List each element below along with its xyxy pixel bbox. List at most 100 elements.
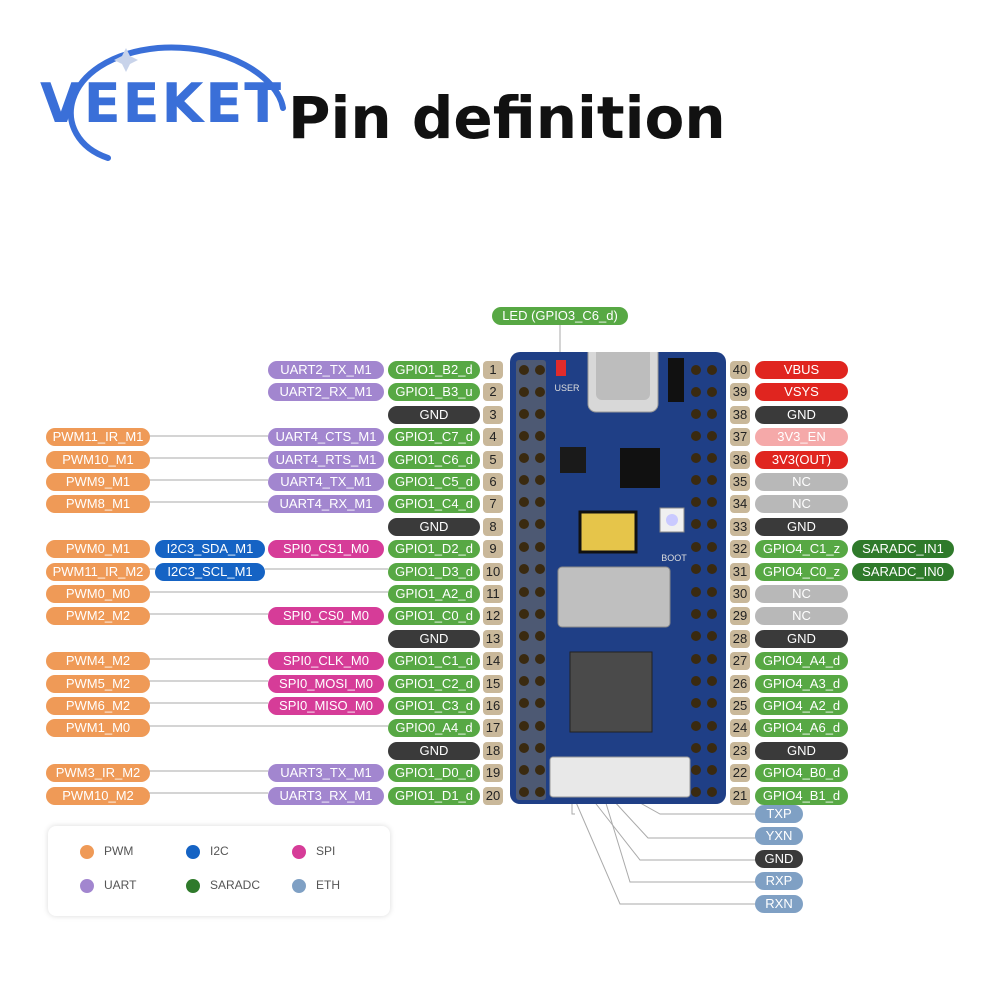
gpio-label: GPIO1_C2_d bbox=[388, 674, 480, 693]
pin-number: 34 bbox=[730, 495, 750, 514]
pin-number: 32 bbox=[730, 540, 750, 559]
gpio-label: GPIO1_C1_d bbox=[388, 652, 480, 671]
gpio-label: GND bbox=[388, 741, 480, 760]
pin-label: VBUS bbox=[755, 361, 848, 379]
legend-dot-icon bbox=[292, 878, 306, 893]
pin-number: 37 bbox=[730, 428, 750, 447]
pin-label: GND bbox=[755, 741, 848, 760]
pwm-label: PWM6_M2 bbox=[46, 697, 150, 715]
pwm-label: PWM10_M1 bbox=[46, 450, 150, 469]
pin-label: NC bbox=[755, 585, 848, 603]
pin-number: 9 bbox=[483, 540, 503, 559]
legend-label: SPI bbox=[316, 844, 336, 858]
legend-dot-icon bbox=[80, 878, 94, 893]
led-label: LED (GPIO3_C6_d) bbox=[492, 307, 628, 325]
pwm-label: PWM1_M0 bbox=[46, 719, 150, 738]
pin-label: GPIO4_C0_z bbox=[755, 562, 848, 581]
pin-label: GPIO4_A2_d bbox=[755, 697, 848, 715]
gpio-label: GPIO1_D3_d bbox=[388, 562, 480, 581]
pin-number: 12 bbox=[483, 607, 503, 626]
pin-number: 8 bbox=[483, 517, 503, 536]
pin-label: GPIO4_A3_d bbox=[755, 674, 848, 693]
uart-label: UART4_RTS_M1 bbox=[268, 450, 384, 469]
pin-number: 3 bbox=[483, 405, 503, 424]
eth-pin-label: TXP bbox=[755, 805, 803, 823]
legend-label: I2C bbox=[210, 844, 229, 858]
spi-label: SPI0_CS0_M0 bbox=[268, 607, 384, 626]
logo-text: VEEKET bbox=[40, 72, 284, 135]
gpio-label: GPIO1_C5_d bbox=[388, 473, 480, 491]
spi-label: SPI0_CLK_M0 bbox=[268, 652, 384, 671]
pin-number: 27 bbox=[730, 652, 750, 671]
pin-number: 33 bbox=[730, 517, 750, 536]
legend-dot-icon bbox=[292, 844, 306, 859]
pwm-label: PWM2_M2 bbox=[46, 607, 150, 626]
eth-pin-label: GND bbox=[755, 849, 803, 868]
legend-dot-icon bbox=[80, 844, 94, 859]
board-boot-label: BOOT bbox=[661, 553, 687, 563]
legend-item-spi: SPI bbox=[292, 844, 335, 859]
pin-number: 17 bbox=[483, 719, 503, 738]
pin-number: 22 bbox=[730, 764, 750, 783]
gpio-label: GPIO1_C7_d bbox=[388, 428, 480, 447]
pin-label: GPIO4_B1_d bbox=[755, 786, 848, 805]
pin-label: GPIO4_B0_d bbox=[755, 764, 848, 783]
pin-number: 11 bbox=[483, 585, 503, 603]
gpio-label: GPIO1_D2_d bbox=[388, 540, 480, 559]
pin-number: 30 bbox=[730, 585, 750, 603]
uart-label: UART4_RX_M1 bbox=[268, 495, 384, 514]
legend: PWM I2C SPI UART SARADC ETH bbox=[48, 826, 390, 916]
legend-item-saradc: SARADC bbox=[186, 878, 260, 893]
pin-label: GND bbox=[755, 405, 848, 424]
uart-label: UART3_TX_M1 bbox=[268, 764, 384, 783]
pin-number: 14 bbox=[483, 652, 503, 671]
legend-item-uart: UART bbox=[80, 878, 136, 893]
page-title: Pin definition bbox=[288, 84, 726, 152]
pwm-label: PWM11_IR_M2 bbox=[46, 562, 150, 581]
pin-number: 7 bbox=[483, 495, 503, 514]
saradc-label: SARADC_IN1 bbox=[852, 540, 954, 559]
pin-label: 3V3(OUT) bbox=[755, 450, 848, 469]
pin-number: 13 bbox=[483, 629, 503, 648]
pin-number: 4 bbox=[483, 428, 503, 447]
gpio-label: GND bbox=[388, 405, 480, 424]
pwm-label: PWM10_M2 bbox=[46, 786, 150, 805]
eth-pin-label: RXP bbox=[755, 872, 803, 891]
uart-label: UART2_RX_M1 bbox=[268, 383, 384, 402]
pin-label: GPIO4_A4_d bbox=[755, 652, 848, 671]
legend-item-i2c: I2C bbox=[186, 844, 229, 859]
gpio-label: GND bbox=[388, 629, 480, 648]
i2c-label: I2C3_SDA_M1 bbox=[155, 540, 265, 559]
pin-number: 1 bbox=[483, 361, 503, 379]
pwm-label: PWM5_M2 bbox=[46, 674, 150, 693]
pin-label: GPIO4_C1_z bbox=[755, 540, 848, 559]
pin-number: 10 bbox=[483, 562, 503, 581]
eth-pin-label: RXN bbox=[755, 894, 803, 913]
pin-label: GPIO4_A6_d bbox=[755, 719, 848, 738]
pin-number: 40 bbox=[730, 361, 750, 379]
legend-dot-icon bbox=[186, 878, 200, 893]
spi-label: SPI0_MOSI_M0 bbox=[268, 674, 384, 693]
pin-number: 35 bbox=[730, 473, 750, 491]
spi-label: SPI0_MISO_M0 bbox=[268, 697, 384, 715]
legend-dot-icon bbox=[186, 844, 200, 859]
gpio-label: GND bbox=[388, 517, 480, 536]
pin-number: 26 bbox=[730, 674, 750, 693]
pin-number: 21 bbox=[730, 786, 750, 805]
pin-label: VSYS bbox=[755, 383, 848, 402]
gpio-label: GPIO1_B2_d bbox=[388, 361, 480, 379]
pin-label: GND bbox=[755, 629, 848, 648]
pin-number: 31 bbox=[730, 562, 750, 581]
gpio-label: GPIO1_A2_d bbox=[388, 585, 480, 603]
uart-label: UART3_RX_M1 bbox=[268, 786, 384, 805]
pin-number: 15 bbox=[483, 674, 503, 693]
pin-number: 19 bbox=[483, 764, 503, 783]
pin-label: NC bbox=[755, 473, 848, 491]
pin-number: 20 bbox=[483, 786, 503, 805]
pin-number: 23 bbox=[730, 741, 750, 760]
pin-label: GND bbox=[755, 517, 848, 536]
gpio-label: GPIO1_C3_d bbox=[388, 697, 480, 715]
pin-number: 16 bbox=[483, 697, 503, 715]
legend-item-eth: ETH bbox=[292, 878, 340, 893]
